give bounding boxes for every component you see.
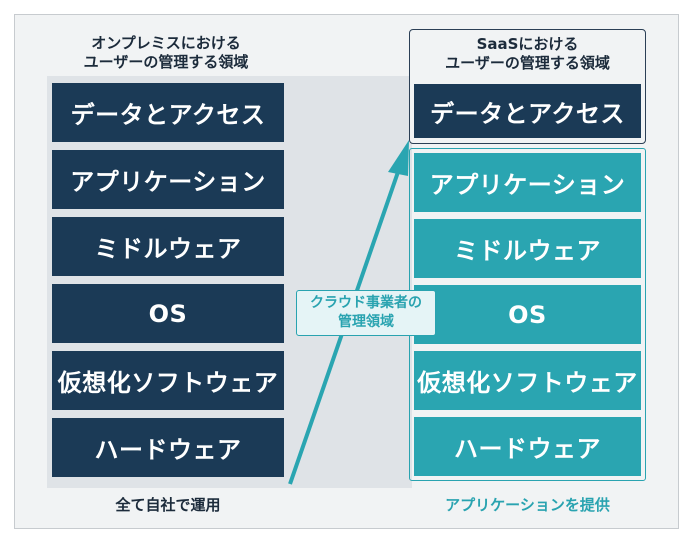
onprem-layer-data-access: データとアクセス [52,83,284,142]
cloud-provider-area-label: クラウド事業者の 管理領域 [296,290,436,336]
saas-layer-virtualization: 仮想化ソフトウェア [414,351,641,410]
saas-header: SaaSにおける ユーザーの管理する領域 [445,35,610,72]
saas-layer-application: アプリケーション [414,153,641,212]
onprem-header: オンプレミスにおける ユーザーの管理する領域 [83,34,249,71]
onprem-layer-middleware: ミドルウェア [52,217,284,276]
onprem-layer-os: OS [52,284,284,343]
onprem-layer-application: アプリケーション [52,150,284,209]
onprem-layer-virtualization: 仮想化ソフトウェア [52,351,284,410]
onprem-footer: 全て自社で運用 [115,496,221,514]
saas-layer-data-access: データとアクセス [414,84,641,138]
saas-layer-os: OS [414,285,641,344]
onprem-layer-hardware: ハードウェア [52,418,284,477]
saas-layer-middleware: ミドルウェア [414,219,641,278]
arrow-head-icon [388,140,409,176]
saas-footer: アプリケーションを提供 [445,496,610,514]
saas-layer-hardware: ハードウェア [414,417,641,476]
cloud-provider-area-text: クラウド事業者の 管理領域 [310,295,422,330]
